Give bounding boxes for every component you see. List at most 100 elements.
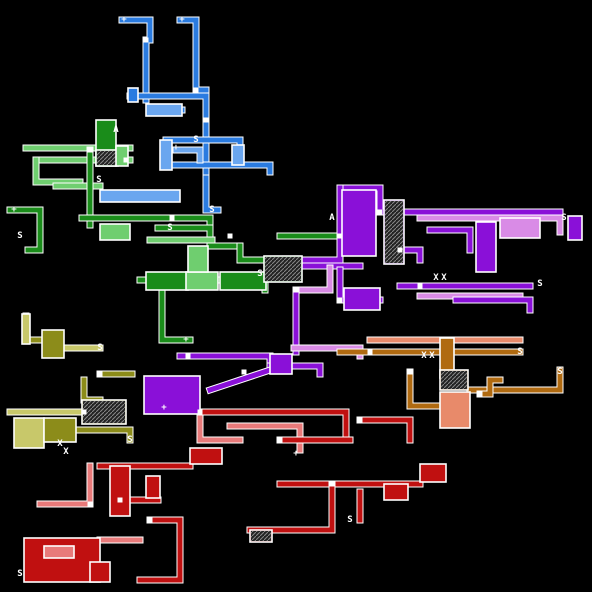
blue-room xyxy=(99,189,181,203)
door-icon xyxy=(337,233,343,239)
door-icon xyxy=(123,157,129,163)
door-icon xyxy=(377,209,383,215)
olive-room xyxy=(43,417,77,443)
door-icon xyxy=(293,287,299,293)
blocked-icon: X xyxy=(441,273,447,283)
blue-room xyxy=(231,144,245,166)
crimson-corridor-outline xyxy=(136,516,184,584)
door-icon xyxy=(87,147,93,153)
purple-room xyxy=(567,215,583,241)
save-point-icon: S xyxy=(167,223,172,233)
door-icon xyxy=(337,297,343,303)
crimson-room xyxy=(23,537,101,583)
crimson-corridor xyxy=(357,417,413,443)
purple-corridor xyxy=(397,247,423,263)
purple-room xyxy=(269,353,293,375)
item-pickup-icon: + xyxy=(179,15,185,25)
purple-corridor xyxy=(417,215,563,235)
purple-corridor xyxy=(453,297,533,313)
blocked-icon: X xyxy=(421,351,427,361)
save-point-icon: S xyxy=(97,343,102,353)
save-point-icon: S xyxy=(517,347,522,357)
crimson-corridor xyxy=(197,409,243,443)
purple-corridor-outline xyxy=(426,226,474,254)
green-corridor xyxy=(159,277,193,343)
blue-corridor xyxy=(163,162,273,175)
door-icon xyxy=(329,481,335,487)
green-room xyxy=(99,223,131,241)
purple-hatched-area xyxy=(385,201,403,263)
save-point-icon: S xyxy=(537,279,542,289)
green-corridor xyxy=(7,207,43,253)
spawn-icon: A xyxy=(329,213,335,223)
door-icon xyxy=(193,87,199,93)
door-icon xyxy=(117,497,123,503)
corridor-layer xyxy=(6,16,564,584)
crimson-room xyxy=(189,447,223,465)
orange-corridor-outline xyxy=(466,366,564,394)
item-pickup-icon: + xyxy=(173,143,179,153)
green-corridor-outline xyxy=(6,206,44,254)
item-pickup-icon: + xyxy=(183,335,189,345)
crimson-corridor-outline xyxy=(36,462,94,508)
door-icon xyxy=(81,409,87,415)
orange-corridor xyxy=(467,367,563,393)
purple-corridor xyxy=(177,353,273,373)
door-icon xyxy=(227,233,233,239)
crimson-room xyxy=(383,483,409,501)
save-point-icon: S xyxy=(347,515,352,525)
blocked-icon: X xyxy=(433,273,439,283)
blue-corridor xyxy=(127,93,209,181)
door-icon xyxy=(87,501,93,507)
blue-corridor xyxy=(203,175,221,213)
door-icon xyxy=(397,247,403,253)
blocked-icon: X xyxy=(57,439,63,449)
door-icon xyxy=(197,409,203,415)
crimson-corridor xyxy=(37,463,93,507)
door-icon xyxy=(477,391,483,397)
door-icon xyxy=(203,117,209,123)
green-room xyxy=(115,145,129,167)
blue-room xyxy=(145,103,183,117)
purple-room xyxy=(143,375,201,415)
door-icon xyxy=(367,349,373,355)
blue-corridor xyxy=(177,17,209,93)
save-point-icon: S xyxy=(209,205,214,215)
purple-room xyxy=(343,287,381,311)
purple-room xyxy=(499,217,541,239)
crimson-corridor xyxy=(197,409,349,443)
olive-corridor xyxy=(75,427,133,443)
crimson-room xyxy=(109,465,131,517)
door-icon xyxy=(185,353,191,359)
orange-corridor-outline xyxy=(406,368,444,410)
door-icon xyxy=(241,369,247,375)
purple-corridor-outline xyxy=(296,264,334,294)
purple-corridor-outline xyxy=(292,184,344,264)
item-pickup-icon: + xyxy=(11,205,17,215)
blocked-icon: X xyxy=(63,447,69,457)
purple-corridor xyxy=(293,185,343,263)
door-icon xyxy=(357,417,363,423)
door-icon xyxy=(147,517,153,523)
olive-room xyxy=(13,417,45,449)
orange-corridor xyxy=(477,377,503,397)
door-icon xyxy=(277,437,283,443)
orange-hatched-area xyxy=(441,371,467,389)
blue-room xyxy=(159,139,173,171)
green-room xyxy=(185,271,219,291)
crimson-room xyxy=(43,545,75,559)
item-pickup-icon: + xyxy=(161,403,167,413)
door-icon xyxy=(97,371,103,377)
crimson-room xyxy=(89,561,111,583)
save-point-icon: S xyxy=(561,213,566,223)
orange-room xyxy=(439,391,471,429)
green-corridor xyxy=(33,157,83,185)
purple-corridor xyxy=(297,265,333,293)
door-icon xyxy=(169,215,175,221)
save-point-icon: S xyxy=(96,175,101,185)
save-point-icon: S xyxy=(17,231,22,241)
olive-room xyxy=(21,313,31,345)
purple-room xyxy=(475,221,497,273)
